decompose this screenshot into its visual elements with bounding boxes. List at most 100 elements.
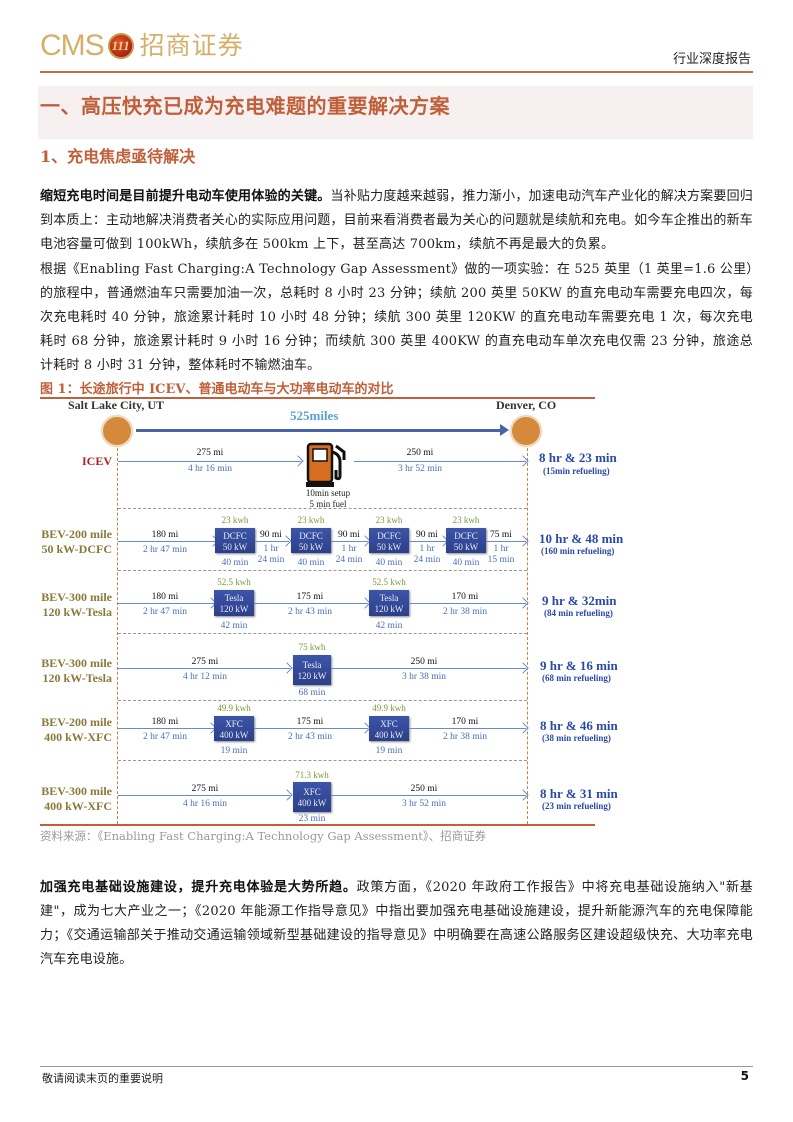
footer-divider [40,1066,753,1067]
row-3-station-2-time: 19 min [375,746,403,756]
row-3-arrow-2 [254,728,368,730]
row-0-first-time: 2 hr 47 min [142,545,188,555]
row-1-first-time: 2 hr 47 min [142,607,188,617]
logo-cn-text: 招商证券 [139,31,244,60]
row-0-first-distance: 180 mi [151,530,179,540]
row-3-total-time: 8 hr & 46 min [540,718,618,733]
figure-bottom-rule [40,824,595,826]
row-0-arrow-3 [331,541,368,543]
row-4-last-time: 3 hr 52 min [401,799,447,809]
icev-total-time: 8 hr & 23 min [539,450,617,465]
row-divider [118,700,527,701]
row-2-label: BEV-300 mile 120 kW-Tesla [41,656,112,685]
row-3-station-1-time: 19 min [220,746,248,756]
row-1-label: BEV-300 mile 120 kW-Tesla [41,590,112,619]
row-1-arrow-1 [118,603,214,605]
section-title-band [38,86,753,139]
row-1-station-2-energy: 52.5 kwh [372,577,406,587]
row-1-arrow-3 [409,603,526,605]
row-4-total-time: 8 hr & 31 min [540,786,618,801]
row-0-mid-distance-2: 90 mi [338,530,360,540]
fuel-pump-icon [306,442,346,487]
row-2-last-distance: 250 mi [410,657,438,667]
row-2-last-time: 3 hr 38 min [401,672,447,682]
section-title: 一、高压快充已成为充电难题的重要解决方案 [40,94,450,118]
document-type: 行业深度报告 [672,52,751,67]
figure-title: 图 1：长途旅行中 ICEV、普通电动车与大功率电动车的对比 [40,382,394,397]
row-divider [118,633,527,634]
icev-seg1-time: 4 hr 16 min [187,464,233,474]
page-number: 5 [740,1069,749,1083]
icev-refuel-time: (15min refueling) [543,466,610,476]
row-0-last-distance: 75 mi [490,530,512,540]
row-4-arrow-2 [331,795,526,797]
trip-comparison-diagram: Salt Lake City, UT Denver, CO 525miles I… [40,398,760,824]
row-2-arrow-2 [331,668,526,670]
row-1-total-time: 9 hr & 32min [542,593,617,608]
row-1-arrow-2 [254,603,368,605]
row-1-refuel-time: (84 min refueling) [544,608,613,618]
row-3-mid-distance: 175 mi [296,717,324,727]
row-0-arrow-1 [118,541,216,543]
paragraph-1: 缩短充电时间是目前提升电动车使用体验的关键。当补贴力度越来越弱，推力渐小，加速电… [40,185,753,257]
row-3-arrow-3 [409,728,526,730]
figure-top-rule [40,397,595,399]
row-0-mid-distance-3: 90 mi [416,530,438,540]
row-4-last-distance: 250 mi [410,784,438,794]
row-3-station-1-energy: 49.9 kwh [217,703,251,713]
row-2-station-energy: 75 kwh [298,642,326,652]
row-divider [118,508,527,509]
row-1-mid-distance: 175 mi [296,592,324,602]
row-0-station-2-time: 40 min [297,558,325,568]
origin-marker-icon [102,416,132,446]
row-3-last-distance: 170 mi [451,717,479,727]
origin-boundary-line [117,448,118,824]
row-divider [118,570,527,571]
row-2-total-time: 9 hr & 16 min [540,658,618,673]
icev-segment-2-arrow [354,461,526,463]
row-2-first-distance: 275 mi [191,657,219,667]
row-2-arrow-1 [118,668,290,670]
paragraph-1-body: 当补贴力度越来越弱，推力渐小，加速电动汽车产业化的解决方案要回归到本质上：主动地… [40,189,753,252]
row-3-arrow-1 [118,728,214,730]
row-divider [118,760,527,761]
row-1-first-distance: 180 mi [151,592,179,602]
row-4-station-time: 23 min [298,814,326,824]
row-0-station-1-energy: 23 kwh [221,515,249,525]
icev-row-label: ICEV [81,454,112,468]
row-1-mid-time: 2 hr 43 min [287,607,333,617]
total-distance-label: 525miles [290,408,339,423]
figure-source: 资料来源：《Enabling Fast Charging:A Technolog… [40,829,487,843]
row-3-station-2-energy: 49.9 kwh [372,703,406,713]
row-0-station-1-time: 40 min [221,558,249,568]
origin-city-label: Salt Lake City, UT [68,398,165,412]
row-1-last-time: 2 hr 38 min [442,607,488,617]
row-3-first-time: 2 hr 47 min [142,732,188,742]
row-3-label: BEV-200 mile 400 kW-XFC [41,715,112,744]
row-4-first-time: 4 hr 16 min [182,799,228,809]
row-3-refuel-time: (38 min refueling) [542,733,611,743]
row-0-arrow-4 [409,541,446,543]
row-1-last-distance: 170 mi [451,592,479,602]
row-0-station-3-time: 40 min [375,558,403,568]
row-0-mid-distance-1: 90 mi [260,530,282,540]
row-0-station-4-time: 40 min [452,558,480,568]
icev-seg2-time: 3 hr 52 min [397,464,443,474]
row-3-mid-time: 2 hr 43 min [287,732,333,742]
row-4-label: BEV-300 mile 400 kW-XFC [41,784,112,813]
row-2-refuel-time: (68 min refueling) [542,673,611,683]
paragraph-3-lead: 加强充电基础设施建设，提升充电体验是大势所趋。 [40,880,357,895]
footer-notice: 敬请阅读末页的重要说明 [42,1072,163,1085]
